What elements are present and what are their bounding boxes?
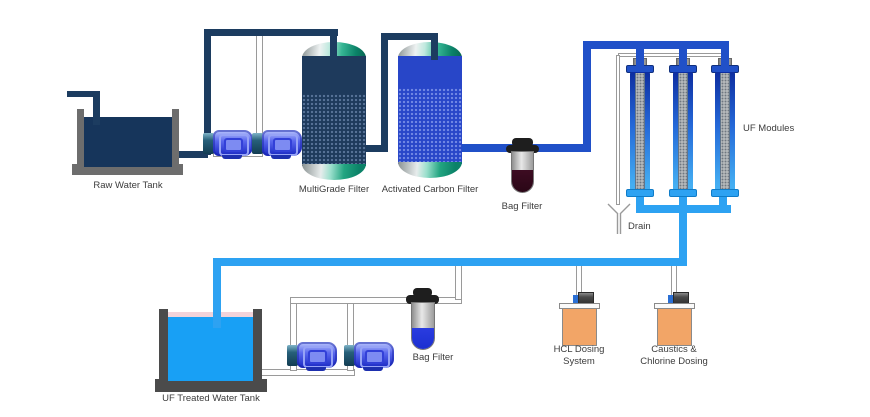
treated-water <box>168 317 253 381</box>
uf-permeate-downcomer-pipe <box>679 205 687 266</box>
pump-hub <box>308 350 327 364</box>
bag-filter-bottom-brim <box>406 295 439 304</box>
caustics-dosing-label-line2: Chlorine Dosing <box>640 356 708 367</box>
raw-header-pipe <box>204 29 338 36</box>
bag-filter-top-liquid <box>512 170 533 192</box>
bag-filter-bottom-label: Bag Filter <box>412 352 454 363</box>
caustics-dosing-label-line1: Caustics & <box>651 344 697 355</box>
pump-foot <box>222 155 242 159</box>
uf-module-1 <box>630 72 650 191</box>
uf-module-2 <box>673 72 693 191</box>
raw-pump-riser-pipe <box>204 29 211 155</box>
multigrade-filter-bottom <box>302 164 366 180</box>
multigrade-filter-body <box>302 56 366 166</box>
uf-module3-feed-drop-pipe <box>721 48 729 67</box>
carbon-filter-label: Activated Carbon Filter <box>381 184 479 195</box>
pump-hub <box>273 138 292 152</box>
multigrade-inlet-drop-pipe <box>330 29 337 60</box>
raw-water <box>84 117 172 167</box>
raw-water-pump-2 <box>252 130 303 160</box>
uf-feed-riser-pipe <box>583 41 591 152</box>
carbon-filter-bottom <box>398 162 462 178</box>
uf-membrane-core <box>678 73 688 189</box>
treated-discharge-header-pipe <box>290 297 462 304</box>
treated-discharge-riser-pipe <box>455 262 462 300</box>
uf-backwash-header-pipe <box>618 53 724 57</box>
carbon-header-pipe <box>381 33 438 40</box>
raw-water-pump-1 <box>203 130 254 160</box>
treated-tank-rim <box>168 312 253 318</box>
bag-filter-bottom-cap <box>413 288 432 297</box>
pump-hub <box>365 350 384 364</box>
pump-foot <box>306 367 326 371</box>
uf-module2-bottom-drop-pipe <box>679 196 687 208</box>
caustics-pump-port <box>668 295 674 303</box>
bag-filter-bottom-liquid <box>412 328 434 349</box>
uf-feed-header-pipe <box>583 41 729 49</box>
bag-filter-top-label: Bag Filter <box>501 201 543 212</box>
carbon-inlet-drop-pipe <box>431 33 438 60</box>
raw-water-tank-base <box>72 164 183 175</box>
uf-membrane-core <box>635 73 645 189</box>
multigrade-outlet-pipe <box>356 145 388 152</box>
multigrade-riser-pipe <box>381 33 388 152</box>
uf-module1-bottom-drop-pipe <box>636 196 644 208</box>
uf-module3-bottom-flange <box>711 189 739 197</box>
pump-flange <box>203 133 214 154</box>
uf-module1-feed-drop-pipe <box>636 48 644 67</box>
drain-riser-pipe <box>616 55 620 205</box>
pump-hub <box>224 138 243 152</box>
treated-tank-right-wall <box>253 309 262 387</box>
raw-inlet-pipe-horizontal <box>67 91 100 97</box>
pump-flange <box>344 345 355 366</box>
drain-funnel-icon <box>607 203 631 234</box>
pump-foot <box>271 155 291 159</box>
carbon-filter-dome <box>398 42 462 58</box>
hcl-dosing-label-line2: System <box>563 356 595 367</box>
carbon-filter-media <box>398 88 462 164</box>
pump-flange <box>252 133 263 154</box>
uf-module-3 <box>715 72 735 191</box>
hcl-tank <box>562 308 597 346</box>
raw-water-tank-left-wall <box>77 109 84 173</box>
uf-modules-label: UF Modules <box>743 123 795 134</box>
pump-foot <box>363 367 383 371</box>
uf-membrane-core <box>720 73 730 189</box>
uf-module2-feed-drop-pipe <box>679 48 687 67</box>
multigrade-filter-media <box>302 94 366 166</box>
treated-tank-base <box>155 379 267 392</box>
uf-module3-bottom-drop-pipe <box>719 196 727 208</box>
bag-filter-top-cap <box>512 138 533 147</box>
raw-inlet-pipe-vertical <box>93 91 100 125</box>
raw-water-tank-right-wall <box>172 109 179 173</box>
hcl-pump-port <box>573 295 579 303</box>
hcl-dosing-label-line1: HCL Dosing <box>553 344 605 355</box>
treated-tank-left-wall <box>159 309 168 387</box>
uf-module2-bottom-flange <box>669 189 697 197</box>
multigrade-filter-label: MultiGrade Filter <box>298 184 370 195</box>
permeate-main-pipe <box>213 258 687 266</box>
uf-module1-bottom-flange <box>626 189 654 197</box>
raw-suction-pipe <box>176 151 208 158</box>
treated-tank-label: UF Treated Water Tank <box>162 393 260 404</box>
treated-water-pump-2 <box>344 342 395 372</box>
raw-water-tank-label: Raw Water Tank <box>93 180 163 191</box>
pump-flange <box>287 345 298 366</box>
bag-filter-top-brim <box>506 145 539 153</box>
drain-label: Drain <box>628 221 651 232</box>
treated-water-pump-1 <box>287 342 338 372</box>
treated-tank-inlet-pipe <box>213 258 221 328</box>
caustics-tank <box>657 308 692 346</box>
